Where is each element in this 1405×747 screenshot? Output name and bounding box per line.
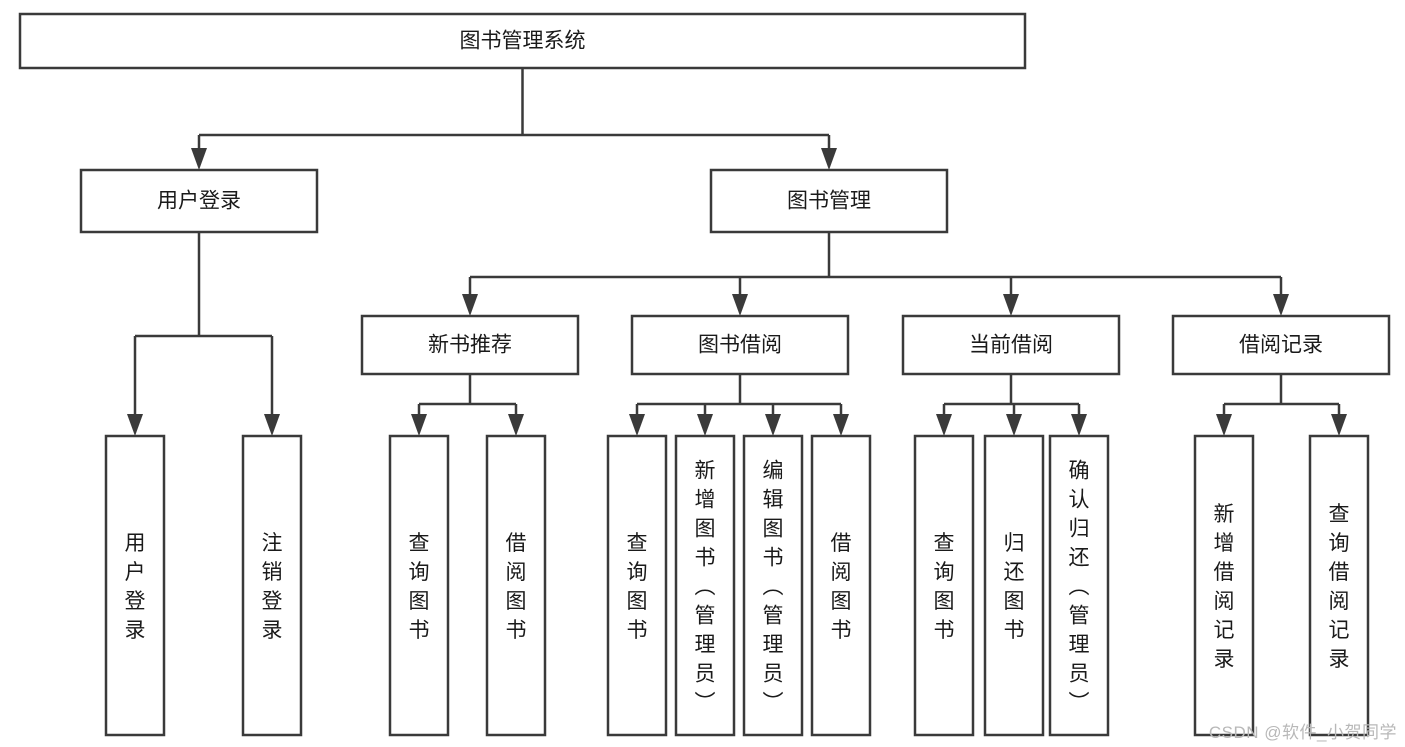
node-leaf-logout[interactable]: 注销登录 (241, 434, 303, 737)
node-leaf-add-book[interactable]: 新增图书︵管理员︶ (674, 434, 736, 737)
node-root[interactable]: 图书管理系统 (18, 12, 1027, 70)
arrow-head-icon (1006, 414, 1022, 436)
node-label: 确认归还︵管理员︶ (1069, 460, 1090, 715)
arrow-head-icon (936, 414, 952, 436)
node-book-manage[interactable]: 图书管理 (709, 168, 949, 234)
node-label: 图书管理 (787, 190, 871, 213)
node-label: 新增借阅记录 (1214, 503, 1235, 671)
node-label: 新书推荐 (428, 334, 512, 357)
arrow-head-icon (629, 414, 645, 436)
node-box (388, 434, 450, 737)
node-box (1308, 434, 1370, 737)
node-box (630, 314, 850, 376)
arrow-head-icon (191, 148, 207, 170)
arrow-head-icon (1071, 414, 1087, 436)
node-box (104, 434, 166, 737)
arrow-head-icon (1003, 294, 1019, 316)
node-book-borrow[interactable]: 图书借阅 (630, 314, 850, 376)
arrow-head-icon (732, 294, 748, 316)
node-label: 借阅图书 (831, 532, 852, 642)
node-box (1171, 314, 1391, 376)
arrow-head-icon (833, 414, 849, 436)
node-leaf-borrow-book-1[interactable]: 借阅图书 (485, 434, 547, 737)
connector-layer (127, 68, 1347, 436)
node-leaf-user-login[interactable]: 用户登录 (104, 434, 166, 737)
node-label: 注销登录 (262, 532, 283, 642)
node-box (1193, 434, 1255, 737)
arrow-head-icon (462, 294, 478, 316)
node-leaf-query-book-3[interactable]: 查询图书 (913, 434, 975, 737)
node-leaf-add-record[interactable]: 新增借阅记录 (1193, 434, 1255, 737)
node-user-login[interactable]: 用户登录 (79, 168, 319, 234)
arrow-head-icon (264, 414, 280, 436)
arrow-head-icon (1216, 414, 1232, 436)
node-leaf-query-record[interactable]: 查询借阅记录 (1308, 434, 1370, 737)
node-leaf-query-book-2[interactable]: 查询图书 (606, 434, 668, 737)
node-label: 编辑图书︵管理员︶ (763, 460, 784, 715)
node-box (1048, 434, 1110, 737)
node-box (810, 434, 872, 737)
node-label: 归还图书 (1004, 532, 1025, 642)
node-box (79, 168, 319, 234)
arrow-head-icon (697, 414, 713, 436)
node-box (901, 314, 1121, 376)
node-leaf-confirm-return[interactable]: 确认归还︵管理员︶ (1048, 434, 1110, 737)
arrow-head-icon (411, 414, 427, 436)
node-leaf-return-book[interactable]: 归还图书 (983, 434, 1045, 737)
arrow-head-icon (127, 414, 143, 436)
node-label: 图书借阅 (698, 334, 782, 357)
node-box (674, 434, 736, 737)
node-label: 当前借阅 (969, 334, 1053, 357)
arrow-head-icon (765, 414, 781, 436)
node-layer: 图书管理系统用户登录图书管理新书推荐图书借阅当前借阅借阅记录用户登录注销登录查询… (18, 12, 1391, 737)
node-label: 用户登录 (125, 532, 146, 642)
node-box (18, 12, 1027, 70)
node-box (709, 168, 949, 234)
node-box (983, 434, 1045, 737)
node-label: 查询图书 (934, 532, 955, 642)
node-leaf-query-book-1[interactable]: 查询图书 (388, 434, 450, 737)
node-box (606, 434, 668, 737)
node-box (742, 434, 804, 737)
watermark-label: CSDN @软件_小贺同学 (1208, 723, 1397, 742)
node-label: 查询图书 (627, 532, 648, 642)
node-label: 用户登录 (157, 190, 241, 213)
node-label: 新增图书︵管理员︶ (695, 460, 716, 715)
arrow-head-icon (1331, 414, 1347, 436)
node-label: 查询借阅记录 (1329, 503, 1350, 671)
node-box (360, 314, 580, 376)
node-leaf-edit-book[interactable]: 编辑图书︵管理员︶ (742, 434, 804, 737)
arrow-head-icon (508, 414, 524, 436)
arrow-head-icon (1273, 294, 1289, 316)
node-box (913, 434, 975, 737)
node-label: 查询图书 (409, 532, 430, 642)
node-label: 图书管理系统 (460, 30, 586, 53)
node-label: 借阅记录 (1239, 334, 1323, 357)
node-box (485, 434, 547, 737)
node-label: 借阅图书 (506, 532, 527, 642)
node-box (241, 434, 303, 737)
node-leaf-borrow-book-2[interactable]: 借阅图书 (810, 434, 872, 737)
node-borrow-records[interactable]: 借阅记录 (1171, 314, 1391, 376)
node-current-borrow[interactable]: 当前借阅 (901, 314, 1121, 376)
arrow-head-icon (821, 148, 837, 170)
node-new-book-rec[interactable]: 新书推荐 (360, 314, 580, 376)
